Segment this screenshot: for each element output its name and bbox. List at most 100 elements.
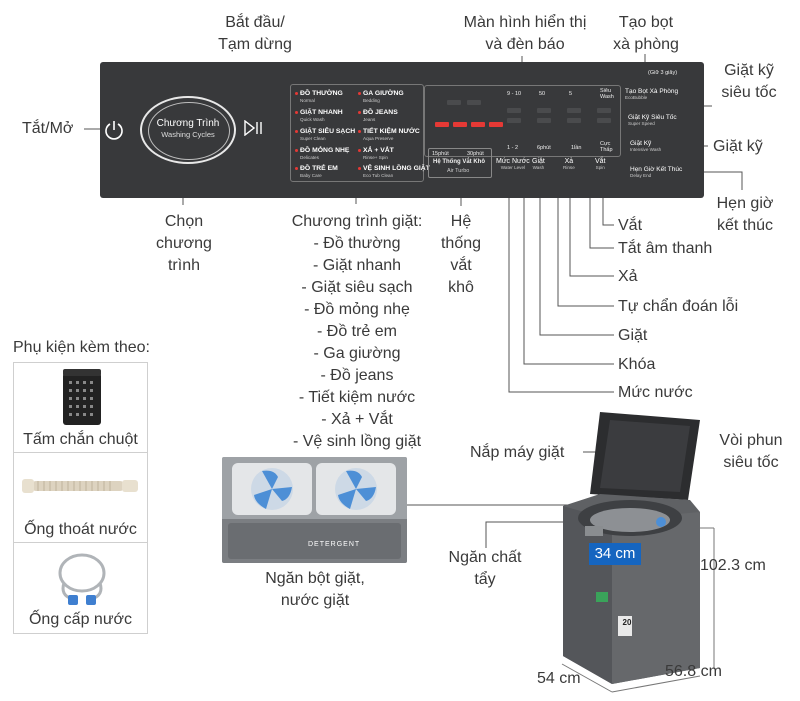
dry-15-label: 15phút [432, 151, 449, 157]
display-top-label: Siêu Wash [600, 88, 614, 100]
program-list-item: - Đồ thường [313, 235, 401, 252]
warranty-badge [618, 616, 632, 636]
program-list-item: - Đồ mỏng nhẹ [304, 301, 410, 318]
mute-callout: Tắt âm thanh [618, 240, 713, 257]
accessory-drain-hose: Ống thoát nước [13, 452, 148, 544]
display-segment [597, 118, 611, 123]
thorough-callout: Giặt kỹ [713, 138, 763, 155]
program-list-item: - Giặt nhanh [312, 257, 402, 274]
rinse-callout: Xả [618, 268, 638, 285]
inlet-hose-icon [58, 553, 106, 605]
detergent-drawer-photo: DETERGENT [222, 457, 407, 563]
accessory-label: Tấm chắn chuột [23, 431, 138, 448]
program-list-item: - Vệ sinh lồng giặt [292, 433, 422, 450]
machine-tub [590, 508, 670, 532]
dry-system-subtitle: Air Turbo [447, 168, 470, 174]
display-led [453, 122, 467, 127]
display-led [489, 122, 503, 127]
program-list-item: - Tiết kiệm nước [298, 389, 416, 406]
softener-callout: Ngăn chất tẩy [448, 549, 522, 588]
warranty-badge-number: 20 [622, 618, 632, 627]
self-diag-callout: Tự chẩn đoán lỗi [618, 298, 739, 315]
display-top-label: 50 [539, 91, 546, 97]
dry-system-button[interactable]: 15phút 30phút Hệ Thống Vắt Khô Air Turbo [428, 148, 492, 178]
display-segment [447, 100, 461, 105]
dry-system-callout: Hệ thống vắt khô [440, 213, 482, 296]
power-icon [105, 121, 123, 140]
shower-callout: Vòi phun siêu tốc [719, 432, 783, 471]
dial-title: Chương Trình [156, 118, 220, 129]
wash-callout: Giặt [618, 327, 648, 344]
program-list-item: - Xả + Vắt [321, 411, 393, 428]
choose-program-callout: Chọn chương trình [156, 213, 212, 274]
display-bottom-label: Cực Thấp [600, 141, 613, 153]
spin-callout: Vắt [618, 217, 643, 234]
program-dial[interactable]: Chương Trình Washing Cycles [140, 96, 236, 164]
lock-callout: Khóa [618, 356, 656, 373]
dry-system-title: Hệ Thống Vắt Khô [433, 159, 485, 165]
accessory-inlet-hose: Ống cấp nước [13, 542, 148, 634]
accessory-label: Ống cấp nước [28, 611, 133, 628]
softener-compartment [585, 526, 603, 536]
display-top-label: 5 [569, 91, 573, 97]
display-segment [537, 108, 551, 113]
programs-list: - Đồ thường - Giặt nhanh - Giặt siêu sạc… [272, 233, 442, 453]
accessory-rat-guard: Tấm chắn chuột [13, 362, 148, 454]
machine-front [612, 512, 700, 684]
power-button[interactable] [103, 119, 125, 141]
display-top-label: 9 - 10 [507, 91, 522, 97]
dial-subtitle: Washing Cycles [161, 130, 215, 139]
drain-hose-icon [22, 479, 138, 493]
display-bottom-label: 6phút [537, 145, 551, 151]
play-pause-icon [244, 119, 262, 137]
power-callout: Tắt/Mở [22, 120, 74, 137]
accessory-label: Ống thoát nước [24, 521, 137, 538]
program-dial-ring [148, 102, 230, 160]
lid-callout: Nắp máy giặt [470, 444, 565, 461]
hold-note: (Giữ 3 giây) [648, 70, 678, 76]
drawer-print: DETERGENT [308, 541, 361, 548]
display-led [471, 122, 485, 127]
display-segment [467, 100, 481, 105]
start-pause-button[interactable] [244, 119, 264, 141]
program-list-item: - Đồ jeans [320, 367, 394, 384]
programs-heading: Chương trình giặt: [291, 213, 423, 230]
width-dimension: 54 cm [537, 670, 581, 687]
display-segment [507, 118, 521, 123]
energy-label [596, 592, 608, 602]
display-bottom-label: 1 - 2 [507, 145, 519, 151]
program-list-item: - Ga giường [313, 345, 401, 362]
detergent-drawer-graphic [222, 457, 407, 563]
program-list-item: - Giặt siêu sạch [301, 279, 413, 296]
start-pause-callout: Bắt đầu/ Tạm dừng [218, 14, 292, 53]
depth-dimension: 56.8 cm [665, 663, 722, 680]
program-list-item: - Đồ trẻ em [316, 323, 397, 340]
drawer-caption: Ngăn bột giặt, nước giặt [265, 570, 365, 609]
accessories-heading: Phụ kiện kèm theo: [13, 339, 150, 356]
water-level-callout: Mức nước [618, 384, 693, 401]
foam-callout: Tạo bọt xà phòng [613, 14, 679, 53]
rat-guard-icon [63, 369, 101, 425]
display-segment [537, 118, 551, 123]
timer-callout: Hẹn giờ kết thúc [716, 195, 774, 234]
dry-30-label: 30phút [467, 151, 484, 157]
